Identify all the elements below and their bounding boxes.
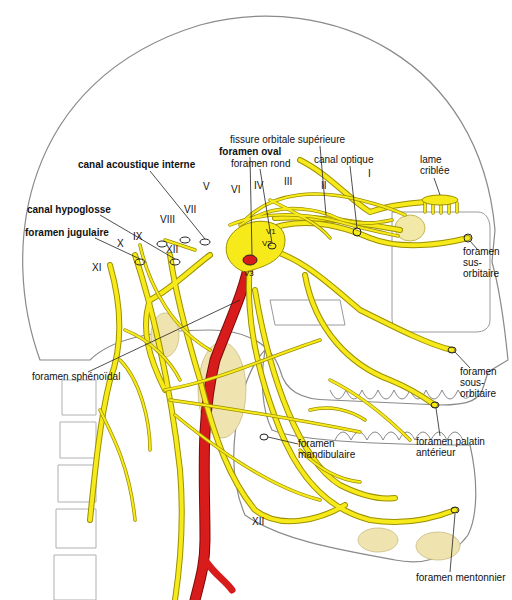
- foramen-label: foramen sphénoïdal: [32, 371, 120, 382]
- nerve-number: XII: [252, 516, 264, 527]
- foramen-mark: [170, 259, 180, 265]
- foramen-marks: [135, 228, 472, 513]
- nerve-number: IV: [254, 180, 263, 191]
- foramen-label: canal acoustique interne: [78, 159, 195, 170]
- zygomatic-arch: [270, 300, 345, 325]
- nerve-number: III: [284, 176, 292, 187]
- nerve: [100, 194, 457, 520]
- foramen-label: foramen jugulaire: [25, 227, 109, 238]
- leader-line: [450, 514, 455, 572]
- foramen-mark: [448, 347, 456, 353]
- leader-line: [455, 352, 470, 368]
- foramen-label: fissure orbitale supérieure: [230, 134, 345, 145]
- leader-line: [434, 178, 440, 195]
- foramen-label: foramen sus-orbitaire: [463, 246, 509, 279]
- foramen-mark: [464, 234, 472, 242]
- carotid-artery: [195, 258, 250, 600]
- foramen-mark: [135, 259, 145, 265]
- leader-line: [100, 215, 175, 259]
- nerve-number: V2: [262, 238, 272, 249]
- foramen-label: foramen mandibulaire: [298, 438, 368, 460]
- foramen-label: foramen oval: [219, 146, 281, 157]
- foramen-label: lame criblée: [420, 154, 460, 176]
- artery-branch: [205, 560, 232, 590]
- nerve-number: II: [321, 180, 327, 191]
- leader-line: [250, 157, 252, 255]
- carotid-ring: [243, 255, 257, 265]
- nerve-number: VIII: [160, 214, 175, 225]
- olfactory-bulb: [422, 195, 458, 205]
- gland: [358, 528, 398, 552]
- foramen-mark: [157, 241, 167, 247]
- foramen-label: foramen mentonnier: [416, 572, 506, 583]
- foramen-label: foramen rond: [231, 158, 290, 169]
- nerve: [90, 160, 468, 600]
- nerve-outline: [90, 160, 468, 600]
- leader-line: [436, 408, 440, 436]
- foramen-label: foramen sous-orbitaire: [460, 366, 506, 399]
- foramen-mark: [180, 237, 190, 243]
- nerve-number: I: [368, 168, 371, 179]
- leader-line: [268, 437, 298, 444]
- nerve-number: V3: [244, 268, 254, 279]
- nerve-number: V1: [266, 226, 276, 237]
- foramen-label: canal hypoglosse: [27, 204, 111, 215]
- nerve-number: IX: [133, 231, 142, 242]
- nerve-number: VII: [184, 204, 196, 215]
- nerve-outline: [100, 194, 457, 520]
- leader-lines: [88, 146, 478, 572]
- cervical-spine: [54, 380, 96, 600]
- foramen-mark: [260, 434, 268, 440]
- leader-line: [350, 166, 357, 228]
- nerve-number: X: [117, 238, 124, 249]
- nerve-number: VI: [231, 184, 240, 195]
- nerve-number: XII: [166, 244, 178, 255]
- foramen-mark: [451, 507, 459, 513]
- leader-line: [88, 300, 240, 372]
- foramen-mark: [353, 228, 361, 236]
- nerve-number: XI: [92, 262, 101, 273]
- carotid-artery: [195, 258, 250, 600]
- trigeminal-ganglion: [226, 221, 285, 272]
- leader-line: [150, 171, 205, 239]
- foramen-label: canal optique: [314, 154, 374, 165]
- foramen-mark: [431, 402, 439, 408]
- foramen-label: foramen palatin antérieur: [416, 436, 506, 458]
- foramen-mark: [200, 239, 210, 245]
- nerve-number: V: [203, 181, 210, 192]
